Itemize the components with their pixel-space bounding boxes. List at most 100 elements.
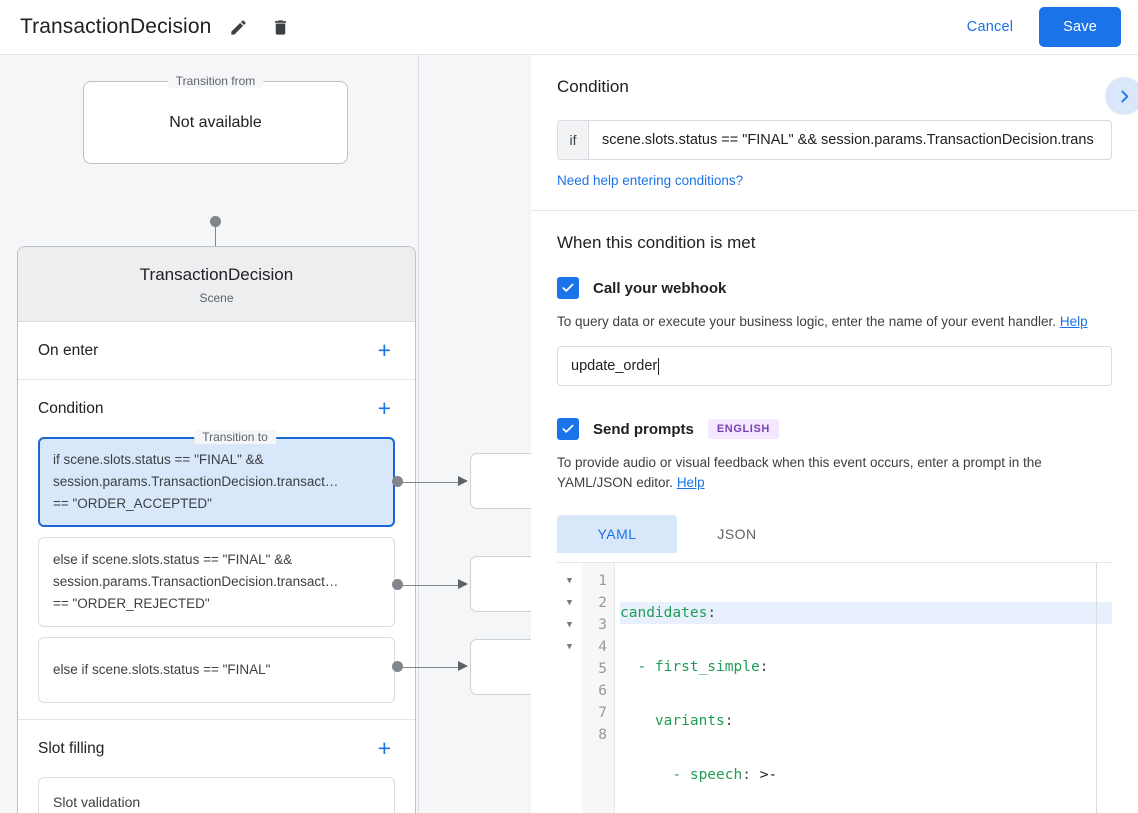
transition-to-legend: Transition to xyxy=(194,430,276,444)
when-condition-met-section: When this condition is met Call your web… xyxy=(531,211,1138,813)
flow-canvas: Transition from Not available Transition… xyxy=(0,55,531,813)
condition-line-1: else if scene.slots.status == "FINAL" xyxy=(53,662,271,677)
line-number: 8 xyxy=(598,727,607,743)
section-title-on-enter: On enter xyxy=(38,341,99,359)
top-bar-actions: Cancel Save xyxy=(955,7,1138,47)
line-number: 5 xyxy=(598,661,607,677)
condition-input-row[interactable]: if scene.slots.status == "FINAL" && sess… xyxy=(557,120,1112,160)
line-number: 6 xyxy=(598,683,607,699)
line-number: 3 xyxy=(598,617,607,633)
condition-line-3: == "ORDER_ACCEPTED" xyxy=(53,496,212,511)
cancel-button[interactable]: Cancel xyxy=(955,10,1025,44)
yaml-editor[interactable]: ▼ ▼ ▼ ▼ 1 2 3 4 5 6 7 8 candidates: xyxy=(557,562,1112,813)
editor-right-edge xyxy=(1096,563,1097,813)
call-webhook-row: Call your webhook xyxy=(557,277,1112,299)
call-webhook-label: Call your webhook xyxy=(593,279,727,297)
editor-line-numbers: 1 2 3 4 5 6 7 8 xyxy=(582,563,615,813)
connector-dot-cond-3 xyxy=(392,661,403,672)
target-stub-2[interactable] xyxy=(470,556,531,612)
condition-item-rejected[interactable]: else if scene.slots.status == "FINAL" &&… xyxy=(38,537,395,627)
condition-expression-input[interactable]: scene.slots.status == "FINAL" && session… xyxy=(602,132,1094,148)
code-punct: : xyxy=(742,767,760,783)
send-prompts-row: Send prompts ENGLISH xyxy=(557,418,1112,440)
line-number: 2 xyxy=(598,595,607,611)
code-key: - speech xyxy=(672,767,743,783)
add-condition-icon[interactable]: + xyxy=(377,395,391,421)
condition-section: Condition if scene.slots.status == "FINA… xyxy=(531,55,1138,211)
save-button[interactable]: Save xyxy=(1039,7,1121,47)
condition-if-label: if xyxy=(558,121,589,159)
code-line: variants: xyxy=(620,710,1112,732)
transition-from-legend: Transition from xyxy=(167,74,264,88)
fold-toggle-icon[interactable]: ▼ xyxy=(566,620,573,630)
prompts-description-text: To provide audio or visual feedback when… xyxy=(557,455,1042,490)
editor-code-area[interactable]: candidates: - first_simple: variants: - … xyxy=(615,563,1112,813)
scene-name: TransactionDecision xyxy=(139,265,294,284)
code-punct: : xyxy=(707,605,717,621)
prompts-help-link[interactable]: Help xyxy=(676,475,705,490)
condition-line-1: if scene.slots.status == "FINAL" && xyxy=(53,452,264,467)
fold-toggle-icon[interactable]: ▼ xyxy=(566,642,573,652)
code-punct: : xyxy=(759,659,769,675)
webhook-description: To query data or execute your business l… xyxy=(557,312,1112,332)
connector-dot-cond-1 xyxy=(392,476,403,487)
webhook-help-link[interactable]: Help xyxy=(1059,314,1088,329)
arrow-head-right-icon-3 xyxy=(458,661,468,671)
top-bar: TransactionDecision Cancel Save xyxy=(0,0,1138,55)
details-panel: Condition if scene.slots.status == "FINA… xyxy=(531,55,1138,813)
code-line: - speech: >- xyxy=(620,764,1112,786)
text-caret xyxy=(658,357,660,375)
send-prompts-label: Send prompts xyxy=(593,420,694,438)
call-webhook-checkbox[interactable] xyxy=(557,277,579,299)
connector-line-2 xyxy=(400,584,461,586)
target-stub-1[interactable] xyxy=(470,453,531,509)
when-condition-met-heading: When this condition is met xyxy=(557,233,756,252)
code-key: candidates xyxy=(620,605,708,621)
webhook-description-text: To query data or execute your business l… xyxy=(557,314,1057,329)
event-handler-input[interactable]: update_order xyxy=(557,346,1112,386)
transition-from-value: Not available xyxy=(169,113,262,131)
section-title-condition: Condition xyxy=(38,399,104,417)
line-number: 1 xyxy=(598,573,607,589)
chevron-right-icon[interactable] xyxy=(1105,77,1138,115)
slot-validation-item[interactable]: Slot validation xyxy=(38,777,395,813)
page-title: TransactionDecision xyxy=(20,15,212,38)
condition-line-1: else if scene.slots.status == "FINAL" && xyxy=(53,552,293,567)
add-on-enter-icon[interactable]: + xyxy=(377,337,391,363)
arrow-head-right-icon-2 xyxy=(458,579,468,589)
scene-header[interactable]: TransactionDecision Scene xyxy=(18,247,415,322)
section-title-slot-filling: Slot filling xyxy=(38,739,105,757)
event-handler-value: update_order xyxy=(571,358,658,374)
language-badge: ENGLISH xyxy=(707,419,779,439)
target-stub-3[interactable] xyxy=(470,639,531,695)
pencil-icon[interactable] xyxy=(223,12,253,42)
scene-subtitle: Scene xyxy=(199,291,234,305)
trash-icon[interactable] xyxy=(265,12,295,42)
arrow-head-right-icon-1 xyxy=(458,476,468,486)
condition-line-2: session.params.TransactionDecision.trans… xyxy=(53,574,339,589)
section-condition: Condition + if scene.slots.status == "FI… xyxy=(18,380,415,720)
fold-toggle-icon[interactable]: ▼ xyxy=(566,576,573,586)
code-key: - first_simple xyxy=(637,659,760,675)
line-number: 4 xyxy=(598,639,607,655)
condition-heading: Condition xyxy=(557,77,629,96)
need-help-conditions-link[interactable]: Need help entering conditions? xyxy=(557,173,744,188)
line-number: 7 xyxy=(598,705,607,721)
fold-toggle-icon[interactable]: ▼ xyxy=(566,598,573,608)
condition-line-3: == "ORDER_REJECTED" xyxy=(53,596,210,611)
tab-json[interactable]: JSON xyxy=(717,526,757,542)
condition-item-final[interactable]: else if scene.slots.status == "FINAL" xyxy=(38,637,395,703)
send-prompts-checkbox[interactable] xyxy=(557,418,579,440)
canvas-divider-line xyxy=(418,55,419,813)
connector-line-3 xyxy=(400,666,461,668)
add-slot-filling-icon[interactable]: + xyxy=(377,735,391,761)
code-punct: : xyxy=(724,713,734,729)
tab-yaml[interactable]: YAML xyxy=(557,515,677,553)
connector-dot-cond-2 xyxy=(392,579,403,590)
editor-format-tabs: YAML JSON xyxy=(557,515,1112,553)
condition-item-accepted[interactable]: if scene.slots.status == "FINAL" && sess… xyxy=(38,437,395,527)
section-slot-filling: Slot filling + Slot validation xyxy=(18,720,415,813)
code-line: - first_simple: xyxy=(620,656,1112,678)
editor-fold-column: ▼ ▼ ▼ ▼ xyxy=(557,563,582,813)
